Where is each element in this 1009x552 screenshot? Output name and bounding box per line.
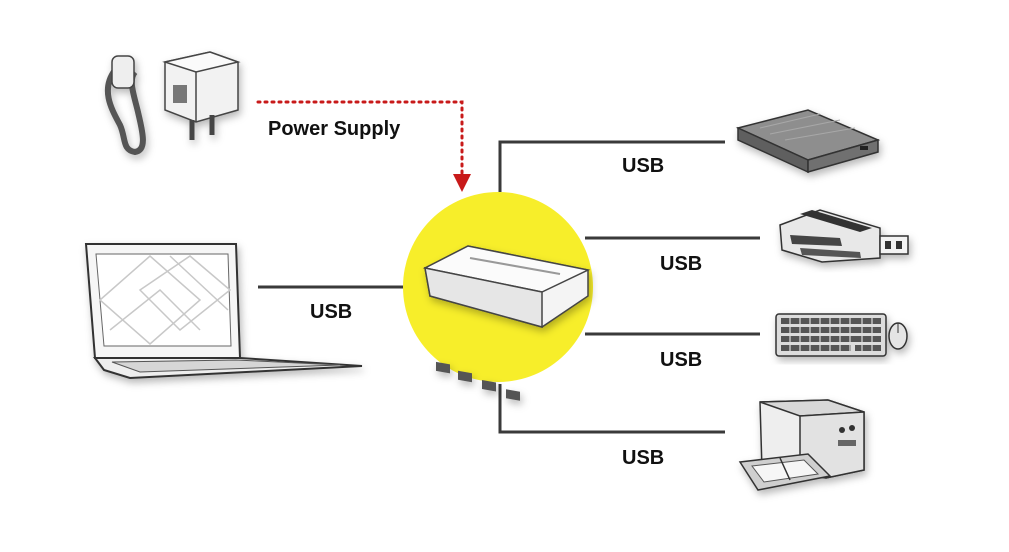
hub-group <box>403 192 593 401</box>
external-hard-drive-icon <box>735 109 881 174</box>
printer-usb-label: USB <box>622 447 665 469</box>
hdd-connection-line <box>498 140 725 192</box>
power-adapter-icon <box>104 51 241 156</box>
printer-icon <box>738 399 865 491</box>
laptop-usb-label: USB <box>310 301 353 323</box>
printer-connection-line <box>498 384 725 434</box>
power-arrow-icon <box>453 174 471 192</box>
keyboard-usb-label: USB <box>660 349 703 371</box>
keyboard-and-mouse-icon <box>775 313 908 357</box>
power-connection <box>256 100 471 192</box>
power-dotted-line <box>256 100 464 178</box>
card-reader-icon <box>779 209 909 263</box>
usb-hub-icon <box>422 245 591 401</box>
laptop-icon <box>84 243 363 380</box>
connection-lines <box>258 140 760 434</box>
hdd-usb-label: USB <box>622 155 665 177</box>
cardreader-usb-label: USB <box>660 253 703 275</box>
power-supply-label: Power Supply <box>268 118 401 140</box>
